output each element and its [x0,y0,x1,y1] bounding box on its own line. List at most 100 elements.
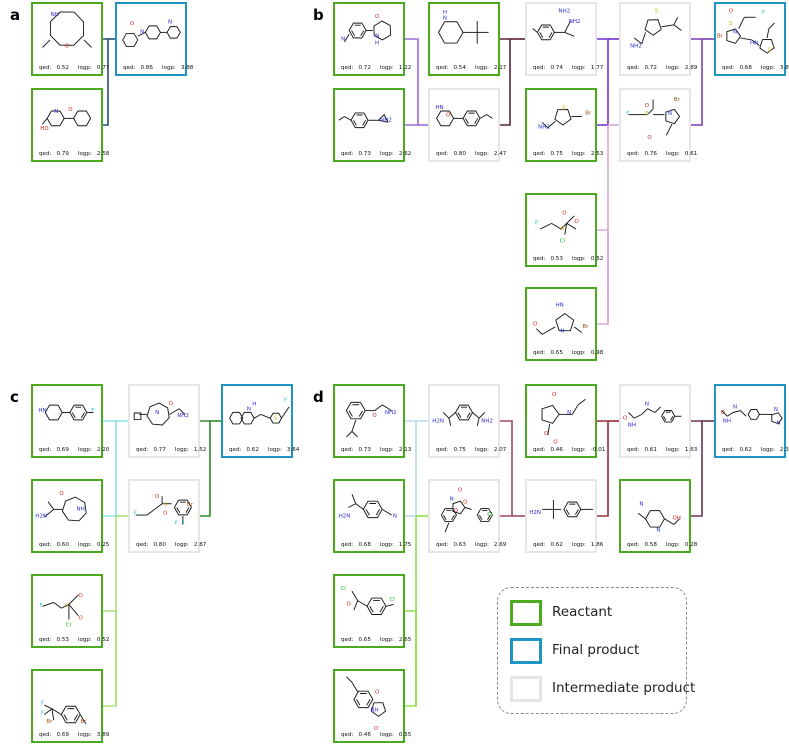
molecule-structure: H2N [529,499,594,519]
atom-label: NH2 [559,8,571,14]
atom-label: Br [585,111,592,117]
atom-label: NH2 [481,418,493,424]
bond [381,404,392,412]
atom-label: S [65,603,69,609]
molecule-structure: NH2 [338,112,392,129]
bond [173,499,192,516]
atom-label: O [169,401,173,407]
bond [478,509,491,521]
reaction-connector [597,38,609,126]
qed-group: qed:0.80 [133,542,166,548]
logp-group: logp:0.52 [75,637,109,643]
reaction-connector [500,38,511,126]
qed-value: 0.62 [739,447,752,453]
qed-group: qed:0.69 [36,732,69,738]
logp-value: 2.87 [193,542,207,548]
bond [647,108,654,115]
atom-label: F [284,397,287,403]
reaction-connector [200,420,211,517]
logp-label: logp: [665,542,680,548]
atom-label: O [454,508,458,514]
bond [351,419,357,432]
atom-label: NH [370,708,378,714]
qed-label: qed: [123,65,136,71]
molecule-properties: qed:0.62 logp:3.64 [223,447,299,453]
atom-label: O [645,103,649,109]
logp-group: logp:2.62 [377,151,411,157]
reaction-connector [597,420,609,517]
bond [348,503,356,508]
atom-label: F [535,220,538,226]
qed-group: qed:0.62 [226,447,259,453]
atom-label: HN [435,105,443,111]
bond [759,39,775,54]
bond [351,494,357,504]
legend-label-reactant: Reactant [552,604,613,620]
qed-value: 0.68 [739,65,752,71]
logp-value: -0.01 [590,447,606,453]
qed-label: qed: [341,65,354,71]
atom-label: S [645,111,649,117]
bond [166,26,181,39]
atom-label: H [443,10,447,16]
logp-label: logp: [665,447,680,453]
atom-label: N [375,34,379,40]
qed-value: 0.69 [56,732,69,738]
atom-label: O [78,615,82,621]
qed-value: 0.61 [644,447,657,453]
atom-label: N [645,402,649,408]
bond [563,501,582,518]
qed-label: qed: [341,637,354,643]
bond [63,708,78,721]
atom-label: Br [187,502,194,508]
logp-group: logp:3.64 [265,447,299,453]
bond [146,402,170,426]
logp-label: logp: [77,732,92,738]
logp-label: logp: [760,65,775,71]
logp-group: logp:-0.01 [569,447,605,453]
qed-value: 0.80 [153,542,166,548]
logp-value: 1.75 [398,542,412,548]
atom-label: O [533,321,537,327]
bond [547,423,551,436]
atom-label: NH2 [538,124,550,130]
qed-group: qed:0.80 [433,151,466,157]
bond [169,408,180,415]
qed-group: qed:0.53 [530,256,563,262]
bond [541,121,549,129]
qed-group: qed:0.73 [338,447,371,453]
reaction-connector [405,38,419,126]
qed-group: qed:0.76 [624,151,657,157]
bond [344,34,350,43]
logp-group: logp:2.69 [472,542,506,548]
atom-label: Cl [66,622,71,628]
logp-group: logp:2.58 [75,151,109,157]
qed-value: 0.54 [453,65,466,71]
atom-label: O [458,488,462,494]
qed-label: qed: [722,65,735,71]
bond [144,25,161,40]
logp-group: logp:2.65 [377,637,411,643]
bond [628,412,635,419]
reaction-connector [103,610,117,707]
logp-label: logp: [571,542,586,548]
logp-label: logp: [474,447,489,453]
